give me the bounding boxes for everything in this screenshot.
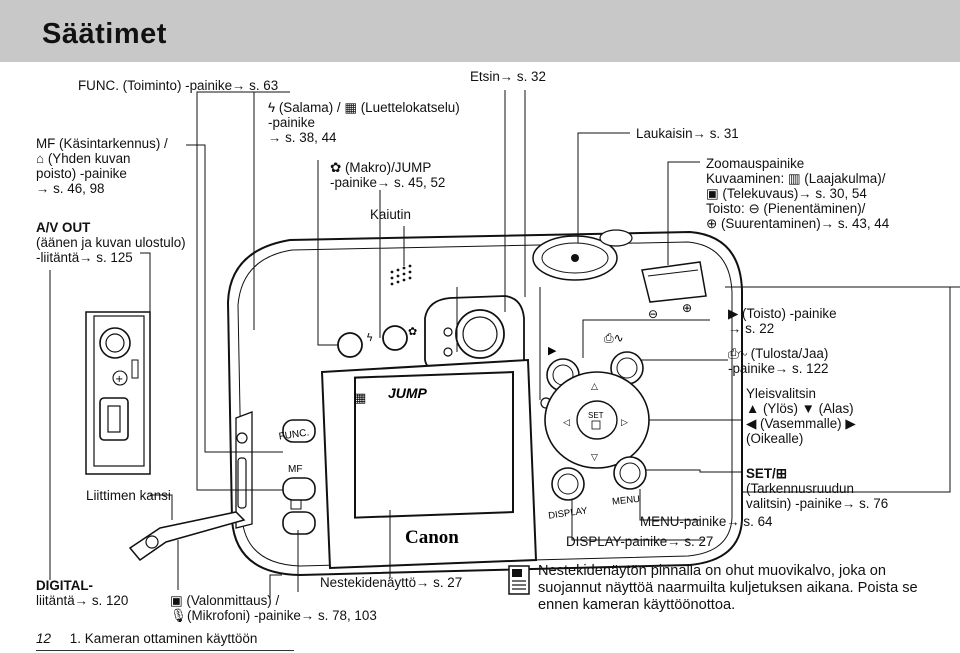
svg-text:+: + (115, 374, 123, 385)
svg-text:SET: SET (588, 411, 604, 420)
svg-text:JUMP: JUMP (388, 385, 428, 401)
terminal-cover-strap (128, 511, 246, 562)
tele-icon: ▣ (706, 186, 719, 201)
label-zoom5: ⊕ (Suurentaminen)→ s. 43, 44 (706, 216, 890, 231)
svg-text:▷: ▷ (621, 418, 628, 428)
label-zoom2: Kuvaaminen: ▥ (Laajakulma)/ (706, 171, 886, 186)
label-func: FUNC. (Toiminto) -painike→ s. 63 (78, 78, 279, 93)
label-zoom3: ▣ (Telekuvaus)→ s. 30, 54 (706, 186, 867, 201)
footer: 12 1. Kameran ottaminen käyttöön (36, 631, 257, 646)
label-flash: ϟ (Salama) / ▦ (Luettelokatselu) (268, 100, 460, 115)
label-erase: ⌂ (Yhden kuvan (36, 151, 131, 166)
macro-button-shape (382, 325, 408, 351)
macro-icon: ✿ (330, 160, 342, 175)
label-play: ▶ (Toisto) -painike (728, 306, 837, 321)
label-print: ⎙∿ (Tulosta/Jaa) (728, 346, 829, 361)
page-number: 12 (36, 631, 52, 646)
label-metering2: 🎙(Mikrofoni) -painike→ s. 78, 103 (170, 608, 377, 623)
label-mf: MF (Käsintarkennus) / (36, 136, 168, 151)
label-av-out: A/V OUT (36, 220, 91, 235)
svg-text:MF: MF (288, 464, 302, 475)
label-metering: ▣ (Valonmittaus) / (170, 593, 280, 608)
menu-button-shape (613, 456, 647, 490)
label-omni3: ◀ (Vasemmalle) ▶ (746, 416, 856, 431)
svg-text:⊕: ⊕ (682, 301, 692, 315)
label-speaker: Kaiutin (370, 207, 411, 222)
lcd-screen (354, 371, 514, 519)
svg-text:⎙∿: ⎙∿ (604, 331, 624, 345)
label-erase2: poisto) -painike (36, 166, 127, 181)
func-button-shape (282, 419, 316, 443)
svg-text:Canon: Canon (405, 527, 459, 548)
print-share-icon: ⎙∿ (728, 346, 747, 361)
shutter-button-shape (599, 229, 633, 247)
label-omni: Yleisvalitsin (746, 386, 816, 401)
label-digital2: liitäntä→ s. 120 (36, 593, 129, 608)
label-erase3: → s. 46, 98 (36, 181, 105, 196)
label-set: SET/⊞ (746, 466, 787, 481)
label-set2: (Tarkennusruudun (746, 481, 854, 496)
zoom-in-icon: ⊕ (706, 216, 718, 231)
zoom-out-icon: ⊖ (748, 201, 760, 216)
svg-text:▽: ▽ (591, 453, 598, 463)
label-menu: MENU-painike→ s. 64 (640, 514, 773, 529)
title-bar: Säätimet (0, 0, 960, 62)
note-text: Nestekidenäytön pinnalla on ohut muovika… (538, 563, 918, 613)
zoom-lever-shape (641, 261, 707, 303)
svg-text:▦: ▦ (354, 391, 366, 406)
metering-icon: ▣ (170, 593, 183, 608)
chapter-title: 1. Kameran ottaminen käyttöön (69, 631, 258, 646)
label-flash3: → s. 38, 44 (268, 130, 337, 145)
footer-rule (36, 650, 294, 651)
leader-lines (49, 90, 960, 598)
microphone-icon: 🎙 (170, 608, 187, 623)
display-button-shape (551, 467, 585, 501)
flash-icon: ϟ (268, 100, 276, 115)
label-av-out2: (äänen ja kuvan ulostulo) (36, 235, 186, 250)
label-zoom: Zoomauspainike (706, 156, 805, 171)
play-icon: ▶ (728, 306, 739, 321)
label-display: DISPLAY-painike→ s. 27 (566, 534, 714, 549)
page-title: Säätimet (42, 18, 167, 50)
erase-icon: ⌂ (36, 151, 45, 166)
label-zoom4: Toisto: ⊖ (Pienentäminen)/ (706, 201, 866, 216)
label-flash2: -painike (268, 115, 315, 130)
label-terminal-cover: Liittimen kansi (86, 488, 171, 503)
label-macro: ✿ (Makro)/JUMP (330, 160, 432, 175)
speaker-grille (390, 264, 412, 286)
svg-text:MENU: MENU (612, 494, 641, 508)
label-play2: → s. 22 (728, 321, 775, 336)
svg-text:ϟ: ϟ (366, 331, 373, 344)
svg-text:◁: ◁ (563, 418, 570, 428)
memo-icon (508, 565, 530, 595)
metering-button-shape (282, 511, 316, 535)
svg-text:▶: ▶ (548, 344, 557, 357)
flash-button-shape (337, 332, 363, 358)
label-av-out3: -liitäntä→ s. 125 (36, 250, 133, 265)
camera-body-inner (237, 241, 733, 567)
svg-text:FUNC.: FUNC. (278, 427, 310, 442)
wide-icon: ▥ (787, 171, 801, 186)
label-print2: -painike→ s. 122 (728, 361, 829, 376)
mf-button-shape (282, 477, 316, 501)
label-shutter: Laukaisin→ s. 31 (636, 126, 739, 141)
label-macro2: -painike→ s. 45, 52 (330, 175, 446, 190)
svg-text:✿: ✿ (408, 325, 417, 338)
index-icon: ▦ (344, 100, 357, 115)
label-omni4: (Oikealle) (746, 431, 804, 446)
label-digital: DIGITAL- (36, 578, 94, 593)
svg-text:△: △ (591, 382, 598, 392)
label-viewfinder: Etsin→ s. 32 (470, 69, 546, 84)
label-lcd: Nestekidenäyttö→ s. 27 (320, 575, 463, 590)
label-omni2: ▲ (Ylös) ▼ (Alas) (746, 401, 854, 416)
svg-text:⊖: ⊖ (648, 307, 658, 321)
label-set3: valitsin) -painike→ s. 76 (746, 496, 889, 511)
